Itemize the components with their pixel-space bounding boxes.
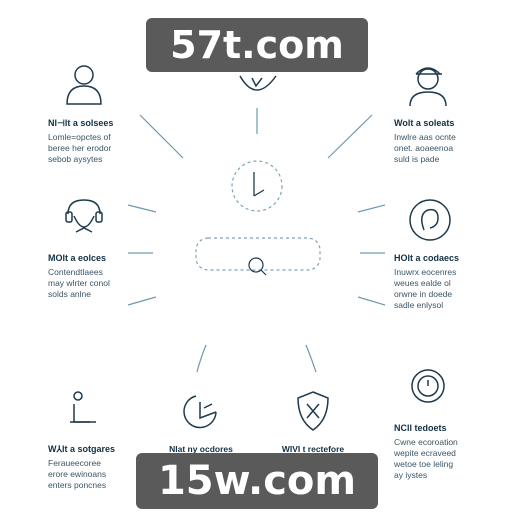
headset-icon [65, 199, 103, 233]
center-box [195, 237, 321, 271]
worker-icon [70, 391, 96, 423]
connector-line [196, 344, 207, 373]
node-title: MOlt a eolces [48, 253, 107, 263]
node-desc: Lomle=opctes of beree her erodor sebob a… [48, 132, 112, 164]
node-desc: Contendtlaees may wlrter conol solds anl… [48, 267, 110, 299]
node-title: Wolt a soleats [394, 118, 455, 128]
top-center-icon [239, 75, 277, 91]
node-title: HOlt a codaecs [394, 253, 460, 263]
pie-chart-icon [183, 395, 217, 429]
connector-line [327, 114, 373, 159]
watermark-bottom: 15w.com [136, 453, 378, 509]
search-icon [248, 257, 267, 276]
node-bottom-center-right: WIVI t rectefore [281, 444, 345, 454]
node-title: W⅄lt a sotgares [48, 444, 116, 454]
profile-icon [409, 199, 451, 241]
node-bottom-left: W⅄lt a sotgares Feraueecoree erore ewino… [48, 444, 158, 491]
node-top-left: Nl⊣lt a solsees Lomle=opctes of beree he… [48, 118, 158, 165]
node-desc: Feraueecoree erore ewinoans enters poncn… [48, 458, 107, 490]
node-desc: Inuwrx eocenres weues ealde ol orwne in … [394, 267, 457, 310]
clock-icon [253, 172, 265, 197]
node-mid-right: HOlt a codaecs Inuwrx eocenres weues eal… [394, 253, 504, 311]
node-desc: Cwne ecoroation wepite ecraveed wetoe to… [394, 437, 458, 480]
node-bottom-right: NCll tedoets Cwne ecoroation wepite ecra… [394, 423, 504, 481]
connector-line [127, 204, 157, 213]
connector-line [357, 204, 386, 213]
user-icon [66, 65, 102, 105]
node-title: Nl⊣lt a solsees [48, 118, 114, 128]
connector-line [139, 114, 184, 159]
connector-line [357, 296, 386, 306]
node-mid-left: MOlt a eolces Contendtlaees may wlrter c… [48, 253, 158, 300]
shield-icon [297, 391, 329, 431]
node-bottom-center-left: Nlat ny ocdores [169, 444, 233, 454]
user-cap-icon [409, 67, 447, 107]
watermark-top: 57t.com [146, 18, 368, 72]
connector-line [127, 296, 157, 306]
center-circle [231, 160, 283, 212]
clock-circle-icon [411, 369, 445, 403]
node-desc: Inwlre aas ocnte onet. aoaeenoa suld is … [394, 132, 456, 164]
node-top-right: Wolt a soleats Inwlre aas ocnte onet. ao… [394, 118, 504, 165]
connector-line [305, 344, 317, 373]
node-title: NCll tedoets [394, 423, 447, 433]
connectors [127, 108, 386, 373]
